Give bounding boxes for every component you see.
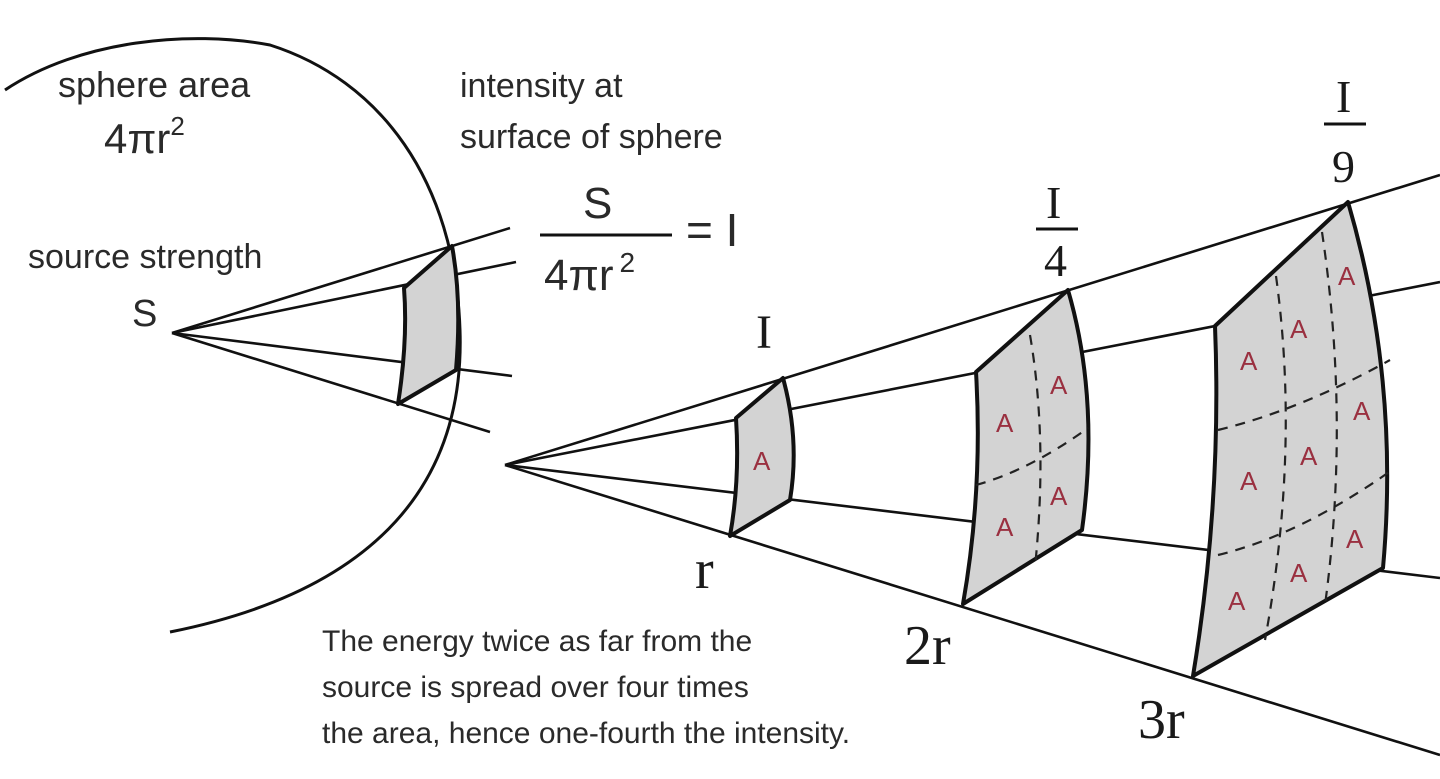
patch-2r-area-mark-2: A	[1050, 370, 1068, 400]
patch-3r-area-mark-6: A	[1353, 396, 1371, 426]
patch-3r-grid-horizontal-1	[1217, 359, 1391, 432]
source-symbol: S	[132, 293, 157, 335]
patch-3r-area-mark-5: A	[1300, 441, 1318, 471]
patch-3r-area-mark-8: A	[1290, 558, 1308, 588]
distance-3r: 3r	[1138, 689, 1185, 751]
intensity-at-r: I	[756, 306, 772, 359]
intensity-label-line2: surface of sphere	[460, 118, 723, 156]
intensity-at-3r-numerator: I	[1336, 71, 1351, 122]
patch-3r-area-mark-4: A	[1240, 466, 1258, 496]
patch-at-r	[728, 376, 796, 538]
patch-2r-grid-vertical	[1028, 334, 1042, 568]
intensity-at-2r-denominator: 4	[1044, 235, 1067, 286]
patch-3r-area-mark-3: A	[1338, 261, 1356, 291]
patch-2r-area-mark-3: A	[996, 512, 1014, 542]
patch-3r-area-mark-1: A	[1240, 346, 1258, 376]
sphere-area-formula: 4πr2	[104, 111, 185, 162]
patch-at-2r	[961, 288, 1091, 606]
patch-2r-area-mark-4: A	[1050, 481, 1068, 511]
source-ray-4	[171, 331, 491, 434]
source-ray-2	[171, 260, 517, 335]
patch-at-3r	[1191, 200, 1390, 678]
caption-line-1: The energy twice as far from the	[322, 625, 752, 658]
sphere-area-label: sphere area	[58, 64, 251, 105]
intensity-label-line1: intensity at	[460, 67, 623, 105]
patch-3r-area-mark-9: A	[1346, 524, 1364, 554]
caption-line-2: source is spread over four times	[322, 671, 749, 704]
distance-r: r	[695, 539, 714, 601]
caption-line-3: the area, hence one-fourth the intensity…	[322, 717, 850, 750]
sphere-outline	[4, 37, 462, 634]
sphere-surface-patch	[396, 244, 461, 406]
patch-3r-grid-horizontal-2	[1217, 469, 1393, 557]
patch-3r-grid-vertical-2	[1320, 231, 1338, 606]
patch-3r-area-mark-2: A	[1290, 314, 1308, 344]
distance-2r: 2r	[904, 615, 951, 677]
source-strength-label: source strength	[28, 238, 262, 276]
patch-2r-grid-horizontal	[975, 427, 1089, 487]
patch-r-area-mark: A	[753, 446, 771, 476]
intensity-at-3r-denominator: 9	[1332, 141, 1355, 192]
equation-result: = I	[686, 204, 738, 256]
equation-numerator: S	[583, 179, 612, 228]
cone-ray-top	[504, 173, 1440, 467]
patch-3r-grid-vertical-1	[1263, 275, 1287, 641]
patch-3r-area-mark-7: A	[1228, 586, 1246, 616]
intensity-at-2r-numerator: I	[1046, 177, 1061, 228]
cone-ray-bottom	[504, 463, 1440, 757]
patch-2r-area-mark-1: A	[996, 408, 1014, 438]
